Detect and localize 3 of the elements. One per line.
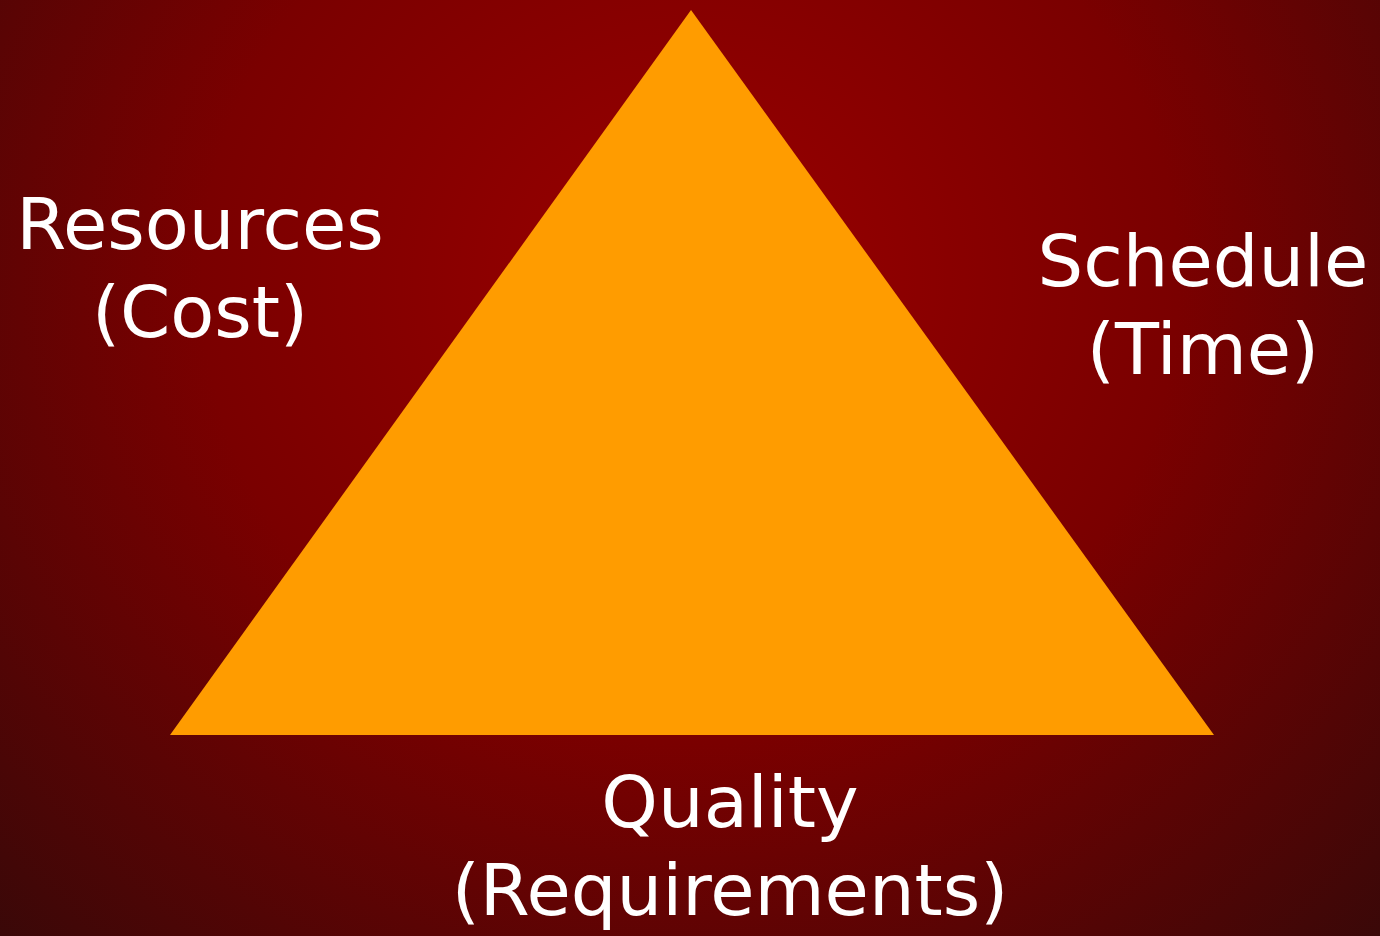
corner-label: Resources (Cost) xyxy=(15,181,385,356)
corner-label: Schedule (Time) xyxy=(1036,218,1370,393)
corner-label: Quality (Requirements) xyxy=(450,759,1010,934)
